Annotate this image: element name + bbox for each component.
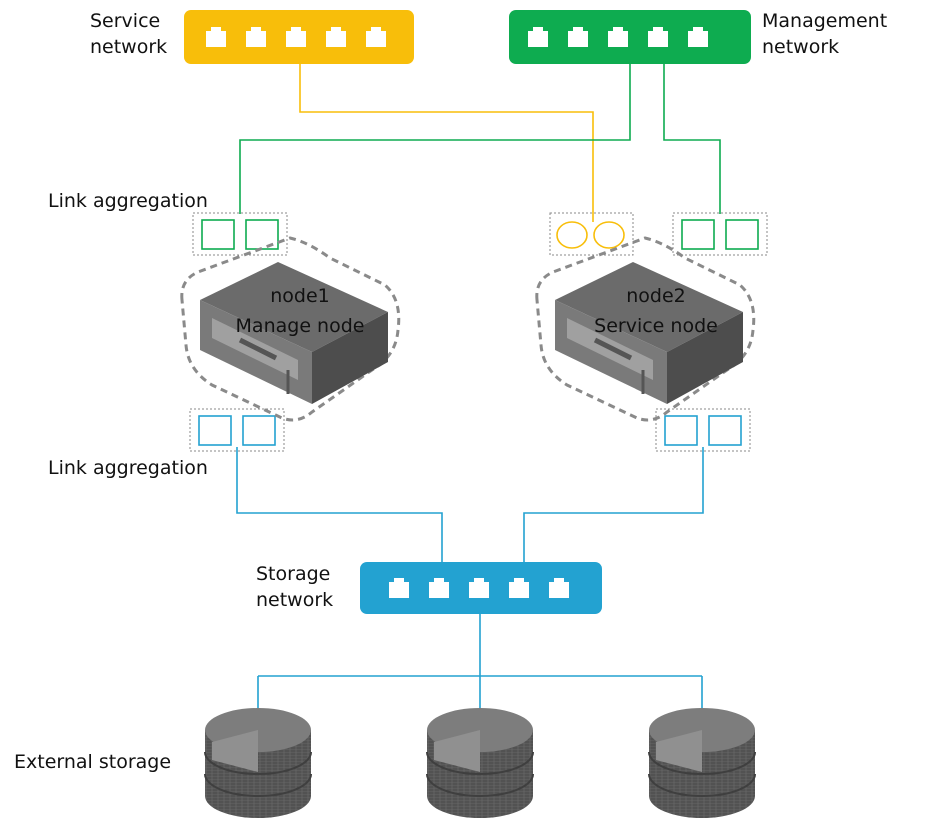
node2-name: node2 <box>626 285 686 307</box>
node1-management-ports <box>192 212 288 256</box>
node2-role: Service node <box>594 315 718 337</box>
management-link-node1 <box>239 62 631 214</box>
management-network-label-line1: Management <box>762 10 888 32</box>
external-storage-label: External storage <box>14 751 172 773</box>
service-links <box>299 62 594 222</box>
node2-management-ports <box>672 212 768 256</box>
service-network-label-line2: network <box>90 36 168 58</box>
storage-links <box>236 447 704 712</box>
service-network-label-line1: Service <box>90 10 161 32</box>
storage-link-node1 <box>236 447 443 562</box>
management-links <box>239 62 721 214</box>
management-network-switch <box>509 10 751 64</box>
service-link-node2 <box>299 62 594 222</box>
storage-link-node2 <box>523 447 704 562</box>
node2-server-icon <box>535 236 756 422</box>
node1-role: Manage node <box>235 315 365 337</box>
node1-server-icon <box>180 236 401 422</box>
storage-network-switch <box>360 562 602 614</box>
storage-disk-3-icon <box>648 708 756 818</box>
management-network-label-line2: network <box>762 36 840 58</box>
node1-storage-ports <box>189 408 285 452</box>
link-aggregation-label-top: Link aggregation <box>48 190 208 212</box>
node2-service-ports <box>549 212 634 256</box>
storage-link-disks <box>257 612 703 712</box>
storage-network-label-line2: network <box>256 589 334 611</box>
management-link-node2 <box>663 62 721 214</box>
storage-network-label-line1: Storage <box>256 563 331 585</box>
node2-storage-ports <box>655 408 751 452</box>
storage-disk-1-icon <box>204 708 312 818</box>
storage-disk-2-icon <box>426 708 534 818</box>
node1-name: node1 <box>270 285 330 307</box>
service-network-switch <box>184 10 414 64</box>
link-aggregation-label-bottom: Link aggregation <box>48 457 208 479</box>
